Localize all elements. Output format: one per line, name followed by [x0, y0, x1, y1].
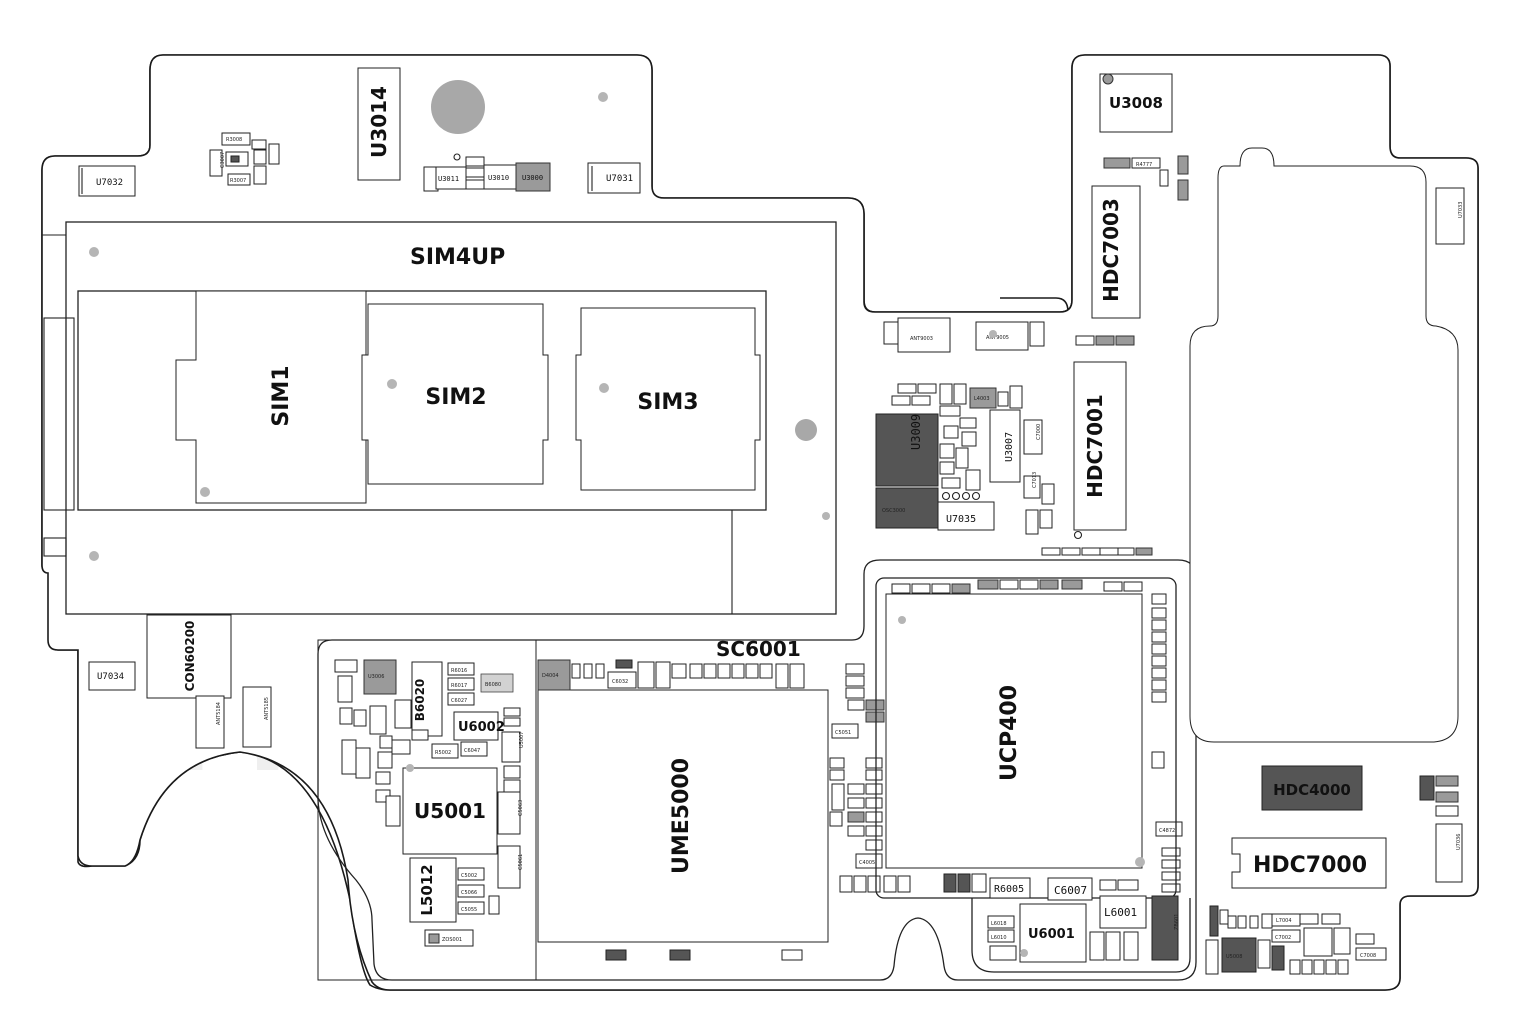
svg-text:C7000: C7000: [1036, 424, 1042, 440]
svg-text:R3007: R3007: [230, 178, 246, 184]
u6001: [1019, 903, 1087, 963]
u5001: [402, 767, 498, 855]
svg-text:C5063: C5063: [518, 800, 524, 816]
sim2-slot: [361, 303, 549, 485]
svg-text:C6032: C6032: [612, 679, 628, 685]
svg-text:U5008: U5008: [1226, 954, 1242, 960]
ume-side-components: C5051 C4005: [829, 663, 987, 893]
svg-text:U7035: U7035: [946, 514, 976, 525]
svg-text:HDC7001: HDC7001: [1083, 394, 1107, 498]
u7032-label: U7032: [96, 178, 123, 188]
hdc7000: [1231, 837, 1387, 889]
svg-text:ANT5185: ANT5185: [264, 697, 270, 720]
svg-text:R6005: R6005: [994, 884, 1024, 895]
sim2-label: SIM2: [425, 385, 486, 410]
svg-text:B6080: B6080: [485, 682, 501, 688]
ume5000: [537, 689, 829, 943]
svg-text:C7013: C7013: [1032, 472, 1038, 488]
u3014-label: U3014: [367, 86, 391, 158]
svg-text:L7004: L7004: [1276, 918, 1292, 924]
svg-text:C4005: C4005: [859, 860, 875, 866]
svg-text:HDC7003: HDC7003: [1099, 198, 1123, 302]
svg-text:L6010: L6010: [991, 935, 1007, 941]
svg-text:ANT9005: ANT9005: [986, 335, 1009, 341]
svg-text:U7036: U7036: [1456, 834, 1462, 850]
svg-text:B6020: B6020: [413, 679, 427, 722]
u3009-cluster: [891, 383, 1055, 535]
svg-text:C7002: C7002: [1275, 935, 1291, 941]
ucp-top-row: [891, 579, 1143, 594]
svg-text:ZOS001: ZOS001: [442, 937, 462, 943]
svg-text:R6016: R6016: [451, 668, 467, 674]
sim1-label: SIM1: [269, 365, 294, 426]
svg-text:ZB601: ZB601: [1174, 914, 1180, 930]
svg-text:U3008: U3008: [1109, 94, 1163, 112]
svg-text:U3011: U3011: [438, 175, 459, 183]
hdc7001: [1073, 361, 1127, 531]
u3009: [875, 413, 939, 487]
svg-text:U3010: U3010: [488, 174, 509, 182]
svg-text:C6027: C6027: [451, 698, 467, 704]
svg-text:C5061: C5061: [518, 854, 524, 870]
svg-text:U3009: U3009: [909, 414, 923, 450]
battery-area: [1189, 147, 1459, 743]
svg-text:U3000: U3000: [522, 174, 543, 182]
sim-inner-frame: [77, 290, 767, 511]
hdc4000: [1261, 765, 1363, 811]
resistor-row: [1041, 547, 1153, 556]
ume-top-components: [571, 659, 805, 689]
svg-text:L6018: L6018: [991, 921, 1007, 927]
svg-text:U6002: U6002: [458, 720, 505, 735]
svg-text:UCP400: UCP400: [997, 685, 1022, 781]
svg-text:UME5000: UME5000: [669, 758, 694, 874]
svg-text:ANT5184: ANT5184: [216, 702, 222, 725]
sc6001-label: SC6001: [716, 637, 801, 661]
svg-text:R6017: R6017: [451, 683, 467, 689]
svg-text:R4777: R4777: [1136, 162, 1152, 168]
svg-text:C3007: C3007: [220, 152, 226, 168]
svg-text:U3007: U3007: [1004, 432, 1015, 462]
svg-text:C5051: C5051: [835, 730, 851, 736]
svg-text:C4872: C4872: [1159, 828, 1175, 834]
svg-text:HDC4000: HDC4000: [1273, 781, 1351, 799]
bottom-right-cluster: U5008 L7004 C7002 C7008: [1205, 905, 1387, 975]
svg-text:C5055: C5055: [461, 907, 477, 913]
sim4up-frame: [65, 221, 837, 615]
svg-text:U7031: U7031: [606, 174, 633, 184]
svg-text:R3008: R3008: [226, 137, 242, 143]
svg-text:C7008: C7008: [1360, 953, 1376, 959]
svg-text:CON60200: CON60200: [183, 621, 197, 692]
ucp400: [885, 593, 1143, 869]
u3014: [357, 67, 401, 181]
svg-text:L5012: L5012: [418, 864, 436, 915]
svg-text:HDC7000: HDC7000: [1253, 853, 1367, 878]
svg-text:ANT9003: ANT9003: [910, 336, 933, 342]
u7031: [587, 162, 641, 194]
con60200: [146, 614, 232, 699]
u3008: [1099, 73, 1173, 133]
svg-text:U7034: U7034: [97, 672, 124, 682]
svg-text:L6001: L6001: [1104, 906, 1137, 919]
svg-text:R5002: R5002: [435, 750, 451, 756]
svg-text:U5007: U5007: [519, 732, 525, 748]
u7036: [1435, 823, 1463, 883]
sim3-label: SIM3: [637, 390, 698, 415]
svg-text:U5001: U5001: [414, 799, 486, 823]
svg-text:U7033: U7033: [1458, 202, 1464, 218]
svg-text:OSC3000: OSC3000: [882, 508, 905, 514]
sim4up-label: SIM4UP: [410, 245, 505, 270]
svg-text:C6047: C6047: [464, 748, 480, 754]
hdc7003: [1091, 185, 1141, 319]
svg-text:L4003: L4003: [974, 396, 990, 402]
u7032: [78, 165, 136, 197]
svg-text:C6007: C6007: [1054, 884, 1087, 897]
svg-text:U3006: U3006: [368, 674, 384, 680]
svg-text:D4004: D4004: [542, 673, 559, 679]
svg-text:C5002: C5002: [461, 873, 477, 879]
svg-text:C5066: C5066: [461, 890, 477, 896]
u7033: [1435, 187, 1465, 245]
svg-text:U6001: U6001: [1028, 927, 1075, 942]
sim3-slot: [575, 307, 761, 491]
